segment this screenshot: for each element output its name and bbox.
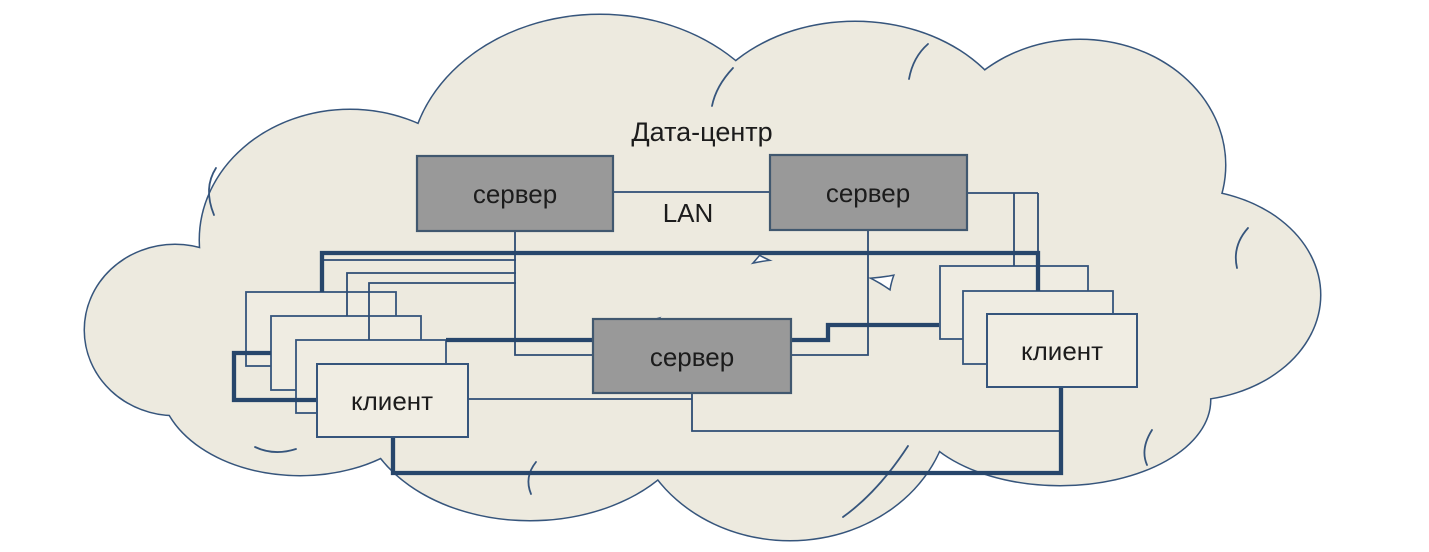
server-middle-box[interactable] bbox=[591, 317, 793, 395]
client-right-label: клиент bbox=[1021, 336, 1103, 366]
node-server-top-right[interactable]: сервер bbox=[768, 153, 969, 232]
cloud-tail bbox=[208, 167, 217, 216]
server2-to-server-middle bbox=[791, 230, 869, 356]
server-top-right-label: сервер bbox=[826, 178, 910, 208]
cloud-shape bbox=[83, 13, 1322, 542]
node-client-right[interactable]: клиент bbox=[986, 313, 1138, 388]
server-middle-bottom-link bbox=[691, 393, 1059, 432]
client-left-bus bbox=[231, 350, 317, 403]
server1-to-client-left-branch2 bbox=[346, 272, 516, 316]
cloud-tail bbox=[842, 445, 909, 518]
cloud-tail bbox=[254, 446, 297, 453]
cloud-tail bbox=[1143, 429, 1153, 466]
client-left-label: клиент bbox=[351, 386, 433, 416]
server-top-left-box[interactable] bbox=[415, 154, 615, 233]
cloud-tail bbox=[908, 43, 929, 80]
client-right-box[interactable] bbox=[986, 313, 1138, 388]
server-top-right-box[interactable] bbox=[768, 153, 969, 232]
connector-lines bbox=[231, 191, 1064, 476]
node-server-middle[interactable]: сервер bbox=[591, 317, 793, 395]
server-top-left-label: сервер bbox=[473, 179, 557, 209]
client-bottom-bus bbox=[390, 387, 1064, 476]
server-middle-label: сервер bbox=[650, 342, 734, 372]
lan-label: LAN bbox=[663, 198, 714, 228]
cloud-tail bbox=[711, 67, 734, 107]
node-client-left[interactable]: клиент bbox=[316, 363, 469, 438]
server-middle-right-thick bbox=[791, 322, 939, 343]
datacenter-title: Дата-центр bbox=[631, 117, 772, 147]
client-bus-top bbox=[319, 250, 1041, 292]
cloud-tail bbox=[1234, 227, 1249, 269]
client-left-box[interactable] bbox=[316, 363, 469, 438]
node-server-top-left[interactable]: сервер bbox=[415, 154, 615, 233]
cloud-tail bbox=[527, 461, 537, 495]
server1-to-client-left-branch3 bbox=[368, 282, 516, 340]
